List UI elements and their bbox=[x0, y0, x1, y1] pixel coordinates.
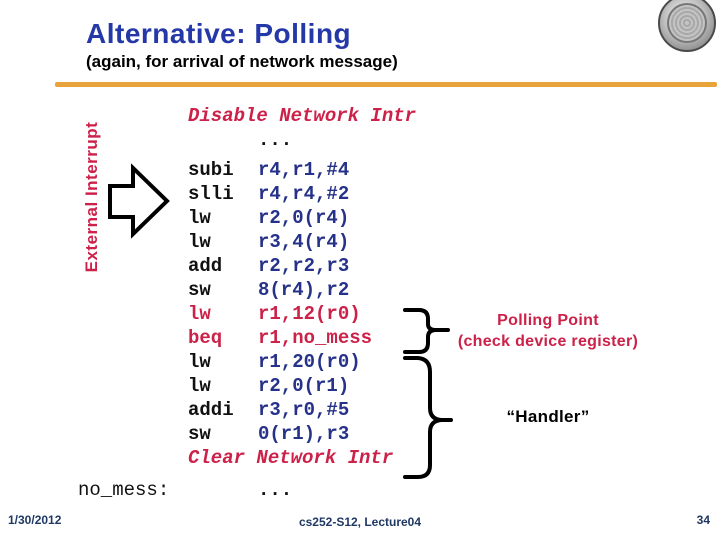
footer-course-label: cs252-S12, Lecture04 bbox=[298, 515, 422, 529]
footer-page-number: 34 bbox=[696, 513, 710, 527]
code-mnemonic: add bbox=[188, 255, 223, 277]
code-line: ... bbox=[78, 128, 478, 152]
code-mnemonic: lw bbox=[188, 231, 211, 253]
university-seal-icon bbox=[658, 0, 716, 52]
code-operands: ... bbox=[258, 479, 293, 501]
code-line: lw r2,0(r4) bbox=[78, 206, 478, 230]
brace-annotations bbox=[403, 308, 453, 479]
code-line: add r2,r2,r3 bbox=[78, 254, 478, 278]
code-operands: ... bbox=[258, 129, 293, 151]
polling-point-line1: Polling Point bbox=[497, 312, 599, 329]
code-line: lw r3,4(r4) bbox=[78, 230, 478, 254]
code-mnemonic: lw bbox=[188, 375, 211, 397]
code-operands: 0(r1),r3 bbox=[258, 423, 350, 445]
code-mnemonic: lw bbox=[188, 351, 211, 373]
code-operands: r2,r2,r3 bbox=[258, 255, 350, 277]
code-line: Clear Network Intr bbox=[78, 446, 478, 470]
code-operands: r3,4(r4) bbox=[258, 231, 350, 253]
code-mnemonic: sw bbox=[188, 279, 211, 301]
code-mnemonic: sw bbox=[188, 423, 211, 445]
code-line: lw r1,12(r0) bbox=[78, 302, 478, 326]
footer-date: 1/30/2012 bbox=[8, 513, 62, 527]
code-operands: r2,0(r4) bbox=[258, 207, 350, 229]
code-line: sw 8(r4),r2 bbox=[78, 278, 478, 302]
assembly-code-block: Disable Network Intr... subi r4,r1,#4 slli r… bbox=[78, 104, 478, 502]
code-line: slli r4,r4,#2 bbox=[78, 182, 478, 206]
code-operands: r1,12(r0) bbox=[258, 303, 361, 325]
code-operands: r4,r1,#4 bbox=[258, 159, 350, 181]
code-line: lw r1,20(r0) bbox=[78, 350, 478, 374]
code-mnemonic: Disable Network Intr bbox=[188, 105, 417, 127]
page-subtitle: (again, for arrival of network message) bbox=[86, 52, 398, 71]
code-line: beq r1,no_mess bbox=[78, 326, 478, 350]
code-line: subi r4,r1,#4 bbox=[78, 158, 478, 182]
polling-point-line2: (check device register) bbox=[457, 333, 639, 350]
code-operands: r2,0(r1) bbox=[258, 375, 350, 397]
curly-brace-handler-icon bbox=[403, 356, 453, 479]
code-mnemonic: lw bbox=[188, 207, 211, 229]
code-mnemonic: Clear Network Intr bbox=[188, 447, 394, 469]
page-title: Alternative: Polling bbox=[86, 18, 352, 49]
university-seal-inner bbox=[667, 3, 707, 43]
code-mnemonic: lw bbox=[188, 303, 211, 325]
code-line: lw r2,0(r1) bbox=[78, 374, 478, 398]
code-mnemonic: subi bbox=[188, 159, 234, 181]
polling-point-annotation: Polling Point (check device register) bbox=[438, 310, 658, 352]
code-operands: 8(r4),r2 bbox=[258, 279, 350, 301]
code-label: no_mess: bbox=[78, 479, 170, 501]
code-line: Disable Network Intr bbox=[78, 104, 478, 128]
handler-annotation: “Handler” bbox=[506, 407, 590, 426]
block-arrow-right-icon bbox=[108, 163, 170, 239]
header-divider bbox=[55, 82, 717, 87]
curly-brace-polling-icon bbox=[403, 308, 450, 354]
code-line: no_mess:... bbox=[78, 478, 478, 502]
code-line: sw 0(r1),r3 bbox=[78, 422, 478, 446]
code-mnemonic: slli bbox=[188, 183, 234, 205]
code-operands: r1,20(r0) bbox=[258, 351, 361, 373]
code-mnemonic: beq bbox=[188, 327, 223, 349]
code-operands: r1,no_mess bbox=[258, 327, 373, 349]
code-operands: r3,r0,#5 bbox=[258, 399, 350, 421]
code-line: addi r3,r0,#5 bbox=[78, 398, 478, 422]
code-mnemonic: addi bbox=[188, 399, 234, 421]
code-operands: r4,r4,#2 bbox=[258, 183, 350, 205]
